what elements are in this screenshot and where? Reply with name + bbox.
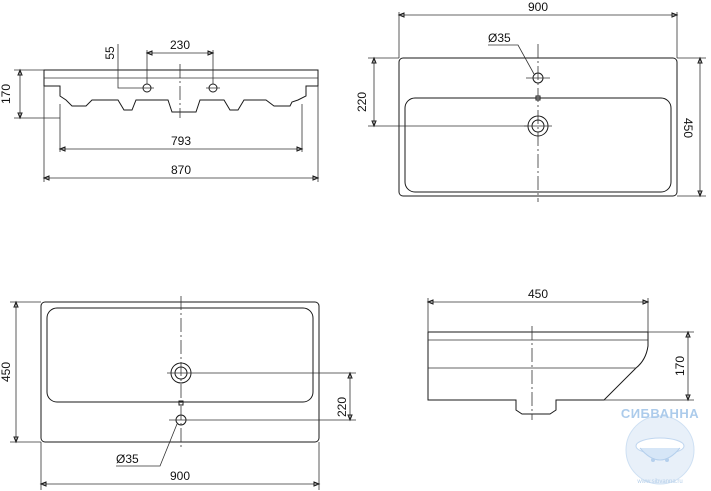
- dim-side-height: 170: [673, 356, 687, 376]
- dim-inner-width: 793: [171, 134, 191, 148]
- logo-url: www.sibvanna.ru: [636, 479, 682, 485]
- dim-side-depth: 450: [528, 287, 548, 301]
- sibvanna-logo: СИБВАННА www.sibvanna.ru: [621, 406, 699, 485]
- top-view: Ø35 900 220 450: [355, 0, 706, 202]
- bottom-view: Ø35 450 220 900: [0, 296, 356, 490]
- side-view-outline: [427, 331, 649, 415]
- side-view: 450 170: [426, 287, 694, 420]
- front-view: 230 55 170 793 870: [0, 38, 320, 182]
- dim-top-depth: 450: [681, 118, 695, 138]
- dim-front-height: 170: [0, 84, 13, 104]
- bathtub-icon: [639, 447, 681, 461]
- dim-bottom-tap-to-drain: 220: [335, 397, 349, 417]
- top-tap-diameter: Ø35: [488, 31, 511, 45]
- dim-holes-spacing: 230: [170, 38, 190, 52]
- front-view-outline: [43, 69, 319, 113]
- dim-bottom-width: 900: [170, 469, 190, 483]
- bottom-view-outline: [40, 301, 320, 443]
- dim-bottom-depth: 450: [0, 362, 13, 382]
- dim-holes-offset: 55: [103, 46, 117, 60]
- logo-brand: СИБВАННА: [621, 406, 699, 421]
- bottom-tap-diameter: Ø35: [116, 452, 139, 466]
- dim-top-tap-to-drain: 220: [355, 92, 369, 112]
- bottom-view-bowl: [46, 307, 314, 403]
- dim-overall-width: 870: [171, 163, 191, 177]
- dim-top-width: 900: [528, 0, 548, 14]
